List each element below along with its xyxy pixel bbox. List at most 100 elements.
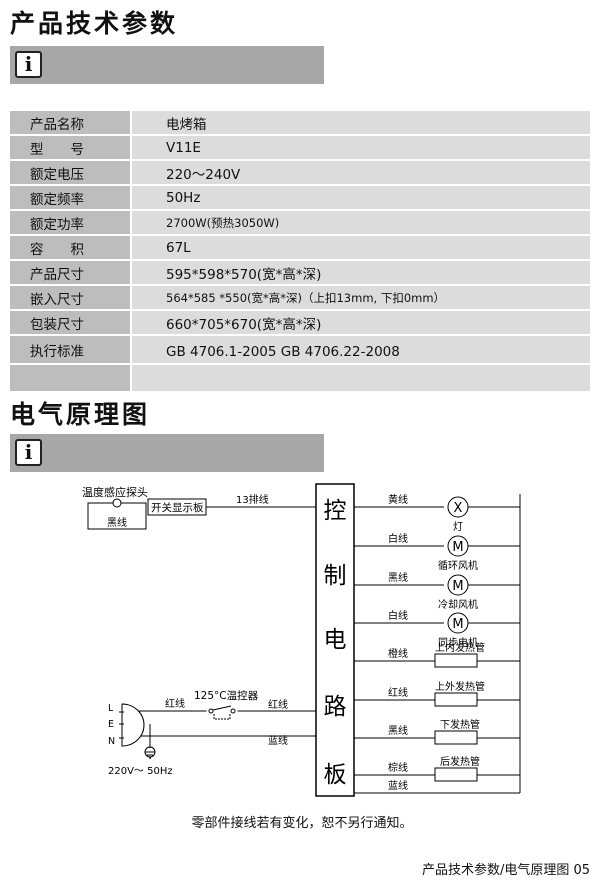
- spec-value: 50Hz: [132, 185, 590, 209]
- spec-gap: [130, 235, 132, 259]
- spec-gap: [130, 110, 132, 134]
- section-title-diagram: 电气原理图: [10, 400, 151, 429]
- load-name: 下发热管: [440, 718, 480, 731]
- load-symbol: M: [452, 579, 463, 594]
- load-name: 冷却风机: [438, 598, 478, 611]
- wire-label-red-2: 红线: [268, 698, 288, 711]
- thermostat-label: 125°C温控器: [194, 689, 259, 702]
- plug-L: L: [108, 703, 114, 714]
- page-footer: 产品技术参数/电气原理图 05: [421, 863, 590, 878]
- spec-gap: [130, 335, 132, 363]
- spec-row: 产品名称电烤箱: [10, 110, 590, 134]
- load-name: 循环风机: [438, 559, 478, 572]
- load-symbol: X: [454, 501, 463, 516]
- info-icon: i: [15, 51, 42, 78]
- spec-value: 2700W(预热3050W): [132, 210, 590, 234]
- controller-char: 电: [324, 627, 347, 653]
- spec-gap: [130, 364, 132, 391]
- wire-label-blue: 蓝线: [268, 734, 288, 747]
- info-banner-2: i: [10, 434, 324, 472]
- info-banner: i: [10, 46, 324, 84]
- bus-label: 13排线: [236, 493, 269, 506]
- heating-element-icon: [434, 730, 478, 745]
- spec-key: [10, 364, 130, 391]
- load-name: 上外发热管: [435, 680, 485, 693]
- spec-key: 产品名称: [10, 110, 130, 134]
- change-notice: 零部件接线若有变化，恕不另行通知。: [191, 816, 413, 831]
- spec-gap: [130, 310, 132, 334]
- probe-icon: [112, 498, 122, 508]
- spec-key: 产品尺寸: [10, 260, 130, 284]
- spec-gap: [130, 285, 132, 309]
- spec-gap: [130, 135, 132, 159]
- spec-key: 额定频率: [10, 185, 130, 209]
- spec-value: 564*585 *550(宽*高*深)（上扣13mm, 下扣0mm）: [132, 285, 590, 309]
- probe-wire-label: 黑线: [107, 516, 127, 529]
- wire-label: 红线: [388, 686, 408, 699]
- spec-key: 嵌入尺寸: [10, 285, 130, 309]
- thermostat-icon: [206, 705, 238, 720]
- spec-key: 额定电压: [10, 160, 130, 184]
- wire-label: 橙线: [388, 647, 408, 660]
- info-icon: i: [15, 439, 42, 466]
- ground-icon: [144, 746, 156, 759]
- heating-element-icon: [434, 653, 478, 668]
- load-name: 灯: [453, 521, 463, 533]
- controller-char: 板: [324, 762, 347, 788]
- spec-gap: [130, 210, 132, 234]
- spec-key: 执行标准: [10, 335, 130, 363]
- wire-label: 黑线: [388, 571, 408, 584]
- controller-char: 路: [324, 694, 347, 720]
- spec-value: 220～240V: [132, 160, 590, 184]
- supply-label: 220V～ 50Hz: [108, 766, 173, 777]
- load-name: 上内发热管: [435, 641, 485, 654]
- spec-value: GB 4706.1-2005 GB 4706.22-2008: [132, 335, 590, 363]
- controller-char: 制: [324, 563, 347, 589]
- spec-value: 电烤箱: [132, 110, 590, 134]
- wire-label: 蓝线: [388, 779, 408, 792]
- wire-label: 黑线: [388, 724, 408, 737]
- switch-board-label: 开关显示板: [151, 501, 204, 514]
- load-name: 后发热管: [440, 755, 480, 768]
- spec-gap: [130, 160, 132, 184]
- spec-value: 660*705*670(宽*高*深): [132, 310, 590, 334]
- plug-N: N: [108, 736, 115, 747]
- heating-element-icon: [434, 767, 478, 782]
- probe-label: 温度感应探头: [82, 485, 148, 499]
- wire-label: 白线: [388, 532, 408, 545]
- load-name: 同步电机: [438, 636, 478, 649]
- controller-char: 控: [324, 498, 347, 524]
- spec-gap: [130, 185, 132, 209]
- spec-key: 额定功率: [10, 210, 130, 234]
- spec-key: 容 积: [10, 235, 130, 259]
- control-board: [315, 483, 355, 797]
- wire-label-red-1: 红线: [165, 697, 185, 710]
- spec-value: 595*598*570(宽*高*深): [132, 260, 590, 284]
- spec-value: V11E: [132, 135, 590, 159]
- spec-key: 包装尺寸: [10, 310, 130, 334]
- spec-value: 67L: [132, 235, 590, 259]
- plug-icon: [121, 703, 145, 747]
- spec-gap: [130, 260, 132, 284]
- spec-value: [132, 364, 590, 391]
- wire-label: 棕线: [388, 761, 408, 774]
- plug-E: E: [108, 719, 114, 730]
- heating-element-icon: [434, 692, 478, 707]
- load-symbol: M: [452, 617, 463, 632]
- load-symbol: M: [452, 540, 463, 555]
- wire-label: 白线: [388, 609, 408, 622]
- wire-label: 黄线: [388, 493, 408, 506]
- spec-key: 型 号: [10, 135, 130, 159]
- section-title-specs: 产品技术参数: [10, 9, 179, 38]
